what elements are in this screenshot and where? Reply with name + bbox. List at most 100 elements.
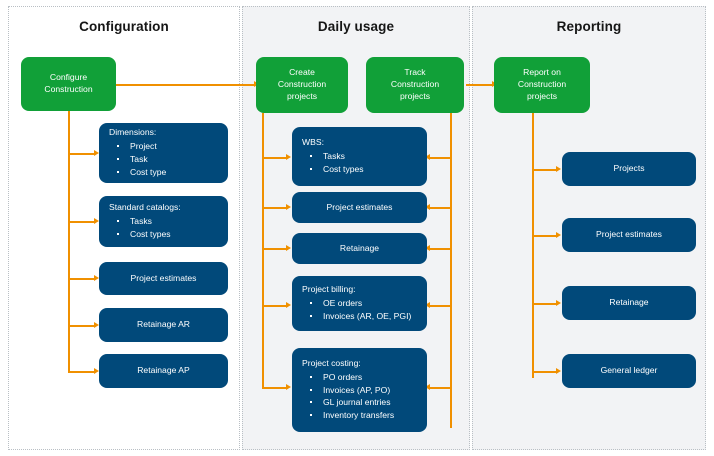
connector-report-branch-4	[532, 371, 558, 373]
list-item: Invoices (AR, OE, PGI)	[306, 310, 411, 323]
connector-track-branch-2	[430, 207, 452, 209]
arrowhead-create-1	[286, 153, 291, 160]
arrowhead-create-3	[286, 244, 291, 251]
list-item: PO orders	[306, 371, 394, 384]
node-config-dimensions-list: Project Task Cost type	[109, 140, 166, 179]
node-track-construction-projects[interactable]: Track Construction projects	[366, 57, 464, 113]
node-create-construction-projects[interactable]: Create Construction projects	[256, 57, 348, 113]
node-daily-retainage-label: Retainage	[339, 242, 380, 253]
node-configure-construction[interactable]: Configure Construction	[21, 57, 116, 111]
list-item: Cost types	[306, 163, 364, 176]
connector-config-branch-3	[68, 278, 96, 280]
connector-create-branch-2	[262, 207, 288, 209]
node-daily-project-costing-list: PO orders Invoices (AP, PO) GL journal e…	[302, 371, 394, 423]
node-config-standard-catalogs-heading: Standard catalogs:	[109, 202, 181, 213]
arrowhead-config-4	[94, 321, 99, 328]
arrowhead-report-1	[556, 165, 561, 172]
connector-report-trunk	[532, 113, 534, 378]
connector-create-trunk	[262, 113, 264, 387]
node-daily-project-billing[interactable]: Project billing: OE orders Invoices (AR,…	[292, 276, 427, 331]
list-item: OE orders	[306, 297, 411, 310]
connector-track-branch-4	[430, 305, 452, 307]
list-item: Task	[113, 153, 166, 166]
connector-create-branch-1	[262, 157, 288, 159]
node-configure-construction-label: Configure Construction	[44, 72, 93, 94]
node-config-project-estimates-label: Project estimates	[130, 272, 197, 283]
node-daily-project-estimates-label: Project estimates	[326, 201, 393, 212]
column-title-daily-usage: Daily usage	[317, 19, 395, 34]
node-config-standard-catalogs-list: Tasks Cost types	[109, 215, 171, 241]
connector-configure-to-create	[116, 84, 256, 86]
node-report-retainage-label: Retainage	[609, 297, 649, 308]
node-config-retainage-ap-label: Retainage AP	[137, 365, 190, 376]
connector-config-branch-4	[68, 325, 96, 327]
list-item: Cost types	[113, 228, 171, 241]
list-item: Cost type	[113, 166, 166, 179]
arrowhead-track-5	[425, 383, 430, 390]
connector-report-branch-1	[532, 169, 558, 171]
list-item: Tasks	[113, 215, 171, 228]
connector-config-trunk	[68, 110, 70, 372]
arrowhead-create-4	[286, 301, 291, 308]
connector-config-branch-5	[68, 371, 96, 373]
node-report-projects-label: Projects	[613, 163, 645, 174]
connector-track-branch-3	[430, 248, 452, 250]
node-config-project-estimates[interactable]: Project estimates	[99, 262, 228, 295]
arrowhead-config-5	[94, 367, 99, 374]
arrowhead-report-4	[556, 367, 561, 374]
node-track-construction-projects-label: Track Construction projects	[390, 67, 440, 101]
node-daily-project-costing[interactable]: Project costing: PO orders Invoices (AP,…	[292, 348, 427, 432]
node-config-dimensions[interactable]: Dimensions: Project Task Cost type	[99, 123, 228, 183]
arrowhead-track-3	[425, 244, 430, 251]
connector-track-branch-5	[430, 387, 452, 389]
node-config-dimensions-heading: Dimensions:	[109, 127, 157, 138]
node-daily-project-costing-heading: Project costing:	[302, 357, 361, 368]
node-config-standard-catalogs[interactable]: Standard catalogs: Tasks Cost types	[99, 196, 228, 247]
node-config-retainage-ar-label: Retainage AR	[136, 319, 191, 330]
node-create-construction-projects-label: Create Construction projects	[277, 67, 327, 101]
connector-track-branch-1	[430, 157, 452, 159]
node-daily-project-billing-list: OE orders Invoices (AR, OE, PGI)	[302, 297, 411, 323]
node-report-general-ledger[interactable]: General ledger	[562, 354, 696, 388]
column-title-reporting: Reporting	[556, 19, 622, 34]
arrowhead-config-1	[94, 149, 99, 156]
node-daily-retainage[interactable]: Retainage	[292, 233, 427, 264]
connector-create-branch-3	[262, 248, 288, 250]
node-report-general-ledger-label: General ledger	[600, 365, 658, 376]
list-item: Invoices (AP, PO)	[306, 384, 394, 397]
node-daily-project-estimates[interactable]: Project estimates	[292, 192, 427, 223]
node-report-project-estimates[interactable]: Project estimates	[562, 218, 696, 252]
node-daily-wbs[interactable]: WBS: Tasks Cost types	[292, 127, 427, 186]
list-item: GL journal entries	[306, 396, 394, 409]
connector-config-branch-2	[68, 221, 96, 223]
list-item: Tasks	[306, 150, 364, 163]
arrowhead-track-4	[425, 301, 430, 308]
connector-track-trunk	[450, 113, 452, 428]
node-config-retainage-ap[interactable]: Retainage AP	[99, 354, 228, 388]
list-item: Project	[113, 140, 166, 153]
connector-config-branch-1	[68, 153, 96, 155]
connector-create-branch-5	[262, 387, 288, 389]
node-report-on-construction-projects[interactable]: Report on Construction projects	[494, 57, 590, 113]
arrowhead-create-2	[286, 203, 291, 210]
arrowhead-track-2	[425, 203, 430, 210]
connector-create-branch-4	[262, 305, 288, 307]
node-daily-wbs-heading: WBS:	[302, 137, 324, 148]
connector-report-branch-2	[532, 235, 558, 237]
node-config-retainage-ar[interactable]: Retainage AR	[99, 308, 228, 342]
node-daily-wbs-list: Tasks Cost types	[302, 150, 364, 176]
arrowhead-config-2	[94, 217, 99, 224]
node-report-project-estimates-label: Project estimates	[596, 229, 662, 240]
list-item: Inventory transfers	[306, 409, 394, 422]
node-report-on-construction-projects-label: Report on Construction projects	[517, 67, 567, 101]
node-report-projects[interactable]: Projects	[562, 152, 696, 186]
node-daily-project-billing-heading: Project billing:	[302, 284, 356, 295]
arrowhead-track-1	[425, 153, 430, 160]
arrowhead-config-3	[94, 274, 99, 281]
arrowhead-report-3	[556, 299, 561, 306]
connector-track-to-report	[466, 84, 494, 86]
arrowhead-create-5	[286, 383, 291, 390]
node-report-retainage[interactable]: Retainage	[562, 286, 696, 320]
connector-report-branch-3	[532, 303, 558, 305]
